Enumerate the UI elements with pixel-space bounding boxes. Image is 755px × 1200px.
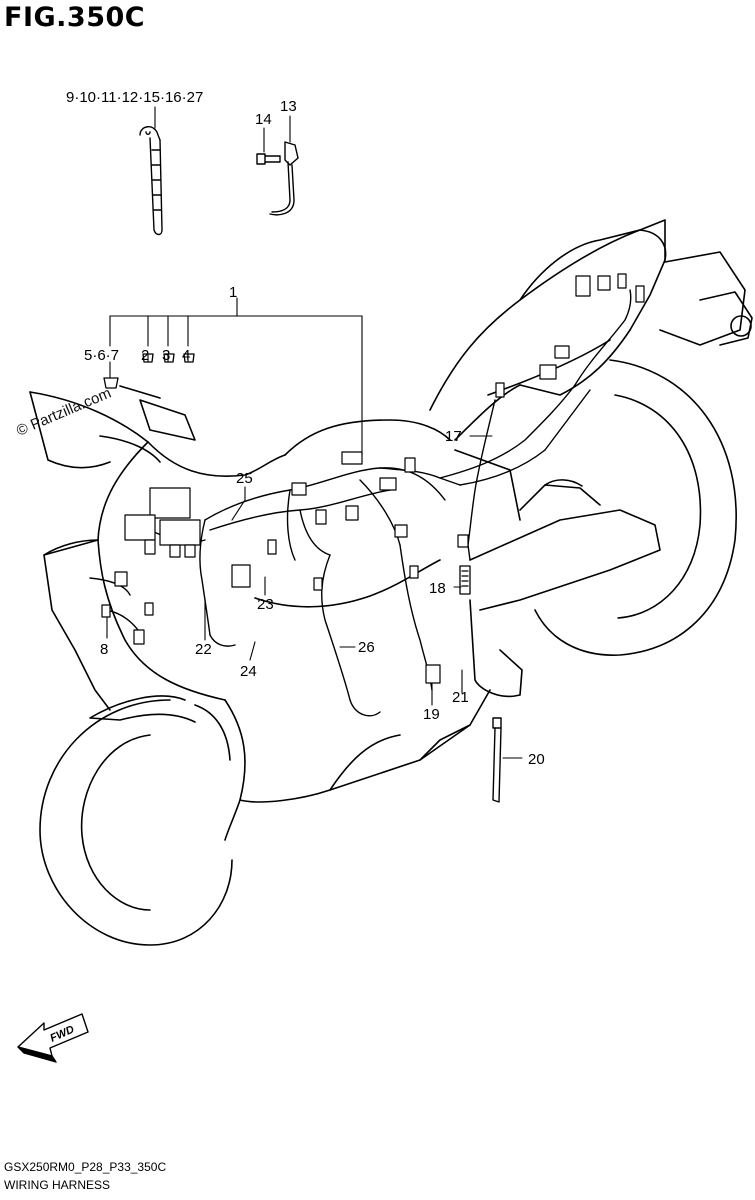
callout-9-27: 9·10·11·12·15·16·27 bbox=[66, 89, 203, 106]
callout-18: 18 bbox=[429, 580, 446, 597]
callout-17: 17 bbox=[445, 428, 462, 445]
callout-26: 26 bbox=[358, 639, 375, 656]
figure-code: GSX250RM0_P28_P33_350C bbox=[4, 1160, 167, 1174]
callout-20: 20 bbox=[528, 751, 545, 768]
callout-8: 8 bbox=[100, 641, 108, 658]
callout-4: 4 bbox=[182, 347, 190, 364]
callout-13: 13 bbox=[280, 98, 297, 115]
callout-22: 22 bbox=[195, 641, 212, 658]
callout-21: 21 bbox=[452, 689, 469, 706]
callout-3: 3 bbox=[162, 347, 170, 364]
harness-connectors bbox=[101, 273, 645, 684]
callout-14: 14 bbox=[255, 111, 272, 128]
callout-25: 25 bbox=[236, 470, 253, 487]
part-14-bolt bbox=[256, 153, 281, 165]
callout-5-6-7: 5·6·7 bbox=[84, 347, 119, 364]
callout-labels: 1 2 3 4 5·6·7 8 9·10·11·12·15·16·27 13 1… bbox=[48, 89, 544, 1045]
motorcycle-outline bbox=[29, 219, 753, 946]
fwd-arrow bbox=[17, 1013, 89, 1063]
part-20-cable-tie bbox=[492, 717, 502, 803]
leader-lines bbox=[106, 106, 523, 759]
callout-24: 24 bbox=[240, 663, 257, 680]
figure-title: FIG.350C bbox=[4, 2, 146, 33]
callout-2: 2 bbox=[141, 347, 149, 364]
callout-19: 19 bbox=[423, 706, 440, 723]
part-18-fuse bbox=[459, 565, 471, 595]
part-13-bracket bbox=[269, 141, 299, 216]
figure-name: WIRING HARNESS bbox=[4, 1178, 111, 1192]
harness-clips bbox=[103, 353, 195, 389]
part-clamp-band bbox=[139, 126, 163, 236]
callout-1: 1 bbox=[229, 284, 237, 301]
callout-23: 23 bbox=[257, 596, 274, 613]
